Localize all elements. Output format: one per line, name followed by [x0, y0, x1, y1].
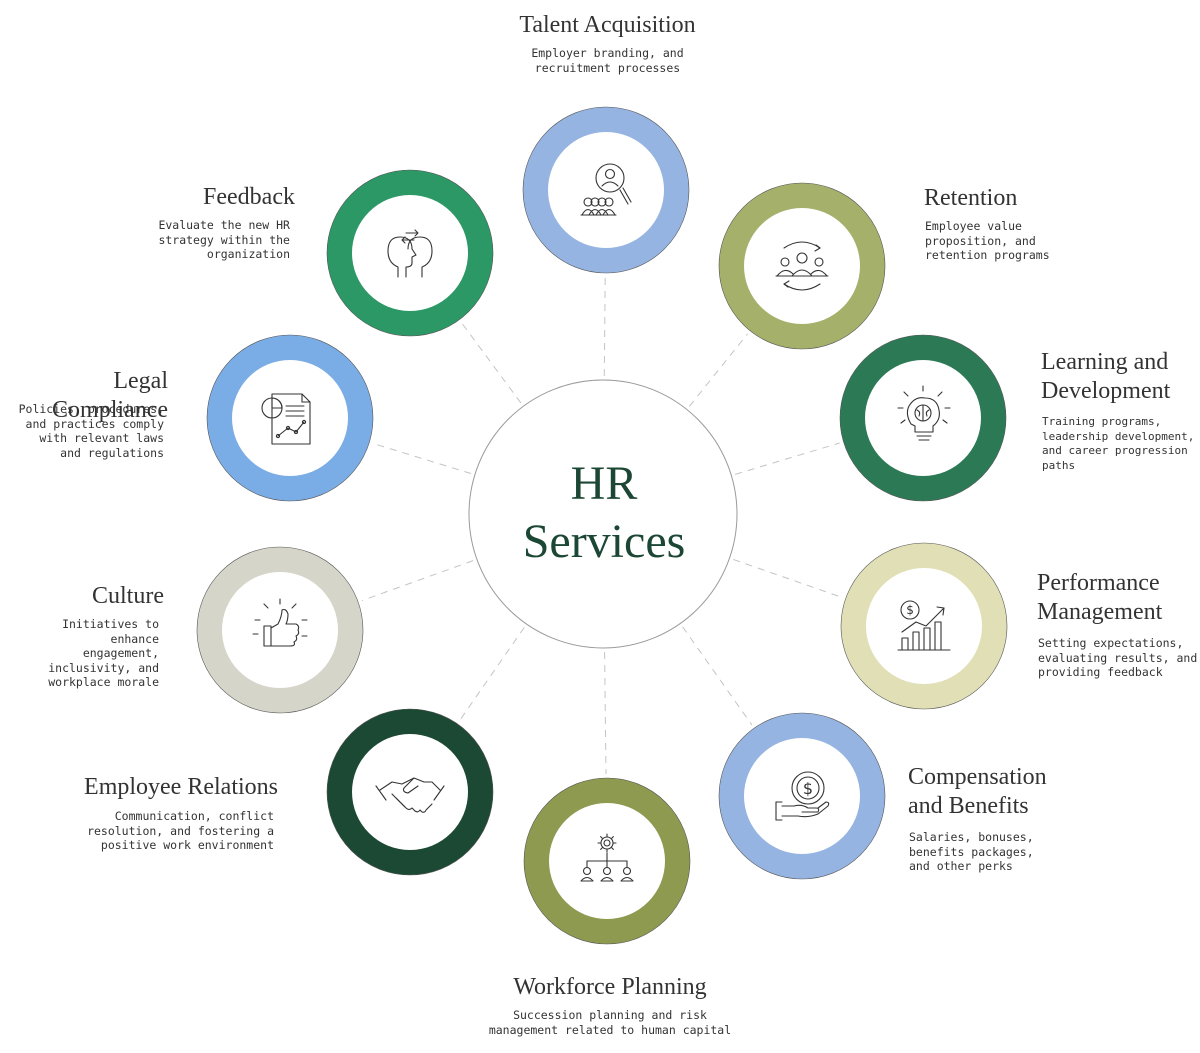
title-learning-and-development: Learning and Development [1041, 349, 1171, 404]
connector-workforce-planning [604, 651, 607, 775]
title-feedback: Feedback [203, 184, 295, 210]
ring-inner-culture [222, 572, 338, 688]
desc-culture: Initiatives to enhance engagement, inclu… [48, 617, 159, 689]
connector-lines [361, 276, 843, 775]
brain-bulb-icon [897, 385, 951, 441]
connector-legal-compliance [373, 443, 472, 475]
ring-talent-acquisition [522, 106, 690, 274]
service-icons: $$ [252, 163, 951, 882]
connector-culture [361, 560, 474, 602]
title-workforce-planning: Workforce Planning [513, 974, 707, 1000]
org-chart-icon [580, 833, 634, 882]
desc-retention: Employee value proposition, and retentio… [925, 219, 1050, 262]
ring-inner-retention [744, 208, 860, 324]
title-compensation-and-benefits: Compensation and Benefits [908, 764, 1047, 819]
center-title: HR Services [522, 457, 686, 568]
ring-inner-talent-acquisition [548, 132, 664, 248]
ring-inner-performance-management [866, 568, 982, 684]
center-circle [468, 379, 738, 649]
title-retention: Retention [924, 185, 1018, 211]
handshake-icon [375, 777, 445, 813]
ring-inner-feedback [352, 195, 468, 311]
title-performance-management: Performance Management [1037, 570, 1163, 625]
document-chart-icon [261, 393, 311, 445]
svg-text:$: $ [906, 603, 914, 617]
title-employee-relations: Employee Relations [84, 774, 278, 800]
desc-feedback: Evaluate the new HR strategy within the … [158, 218, 290, 261]
ring-inner-legal-compliance [232, 360, 348, 476]
title-talent-acquisition: Talent Acquisition [519, 12, 696, 38]
ring-legal-compliance [206, 334, 374, 502]
desc-talent-acquisition: Employer branding, and recruitment proce… [531, 46, 684, 75]
title-culture: Culture [92, 583, 164, 609]
desc-workforce-planning: Succession planning and risk management … [488, 1008, 732, 1037]
connector-employee-relations [459, 627, 525, 721]
connector-performance-management [733, 558, 843, 598]
ring-culture [196, 546, 364, 714]
ring-inner-compensation-and-benefits [744, 738, 860, 854]
desc-legal-compliance: Policies, procedures, and practices comp… [18, 402, 164, 460]
desc-learning-and-development: Training programs, leadership developmen… [1042, 415, 1195, 472]
growth-chart-icon: $ [897, 600, 951, 651]
desc-compensation-and-benefits: Salaries, bonuses, benefits packages, an… [909, 830, 1034, 873]
thumbs-up-icon [252, 598, 308, 647]
two-heads-icon [387, 229, 433, 278]
ring-performance-management [840, 542, 1008, 710]
connector-talent-acquisition [603, 276, 606, 377]
connector-compensation-and-benefits [682, 626, 753, 726]
connector-feedback [461, 322, 522, 404]
ring-compensation-and-benefits [718, 712, 886, 880]
desc-employee-relations: Communication, conflict resolution, and … [87, 809, 274, 852]
ring-retention [718, 182, 886, 350]
connector-retention [688, 333, 748, 407]
desc-performance-management: Setting expectations, evaluating results… [1038, 636, 1198, 679]
connector-learning-and-development [735, 442, 840, 475]
svg-text:$: $ [803, 779, 813, 798]
title-legal-compliance: Legal Compliance [52, 368, 168, 423]
search-person-icon [580, 163, 632, 216]
ring-feedback [326, 169, 494, 337]
team-cycle-icon [775, 241, 829, 291]
coin-hand-icon: $ [775, 771, 830, 821]
